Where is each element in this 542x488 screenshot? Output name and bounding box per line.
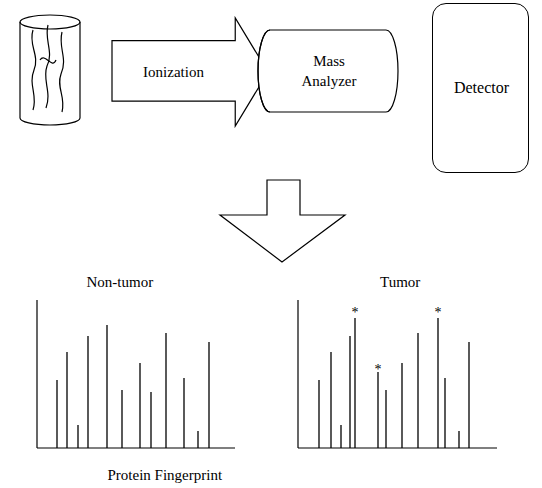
peak-marker: * — [435, 304, 442, 322]
node-label: Mass Analyzer — [294, 51, 364, 91]
sample-vial — [20, 15, 80, 125]
spectrum-axes — [37, 300, 497, 448]
process-arrow: Ionization — [112, 18, 268, 126]
node-label: Detector — [433, 78, 530, 98]
cylinder-outline — [258, 30, 398, 112]
down-arrow — [220, 180, 345, 262]
spectrum-peaks — [57, 318, 469, 448]
peak-marker: * — [352, 304, 359, 322]
spectrum-title: Tumor — [380, 273, 420, 291]
peak-marker: * — [375, 361, 382, 379]
caption: Protein Fingerprint — [108, 466, 223, 484]
detector-box: Detector — [432, 3, 529, 173]
node-label: Ionization — [112, 62, 235, 82]
analyzer-cylinder: Mass Analyzer — [258, 30, 398, 112]
spectrum-title: Non-tumor — [87, 273, 154, 291]
